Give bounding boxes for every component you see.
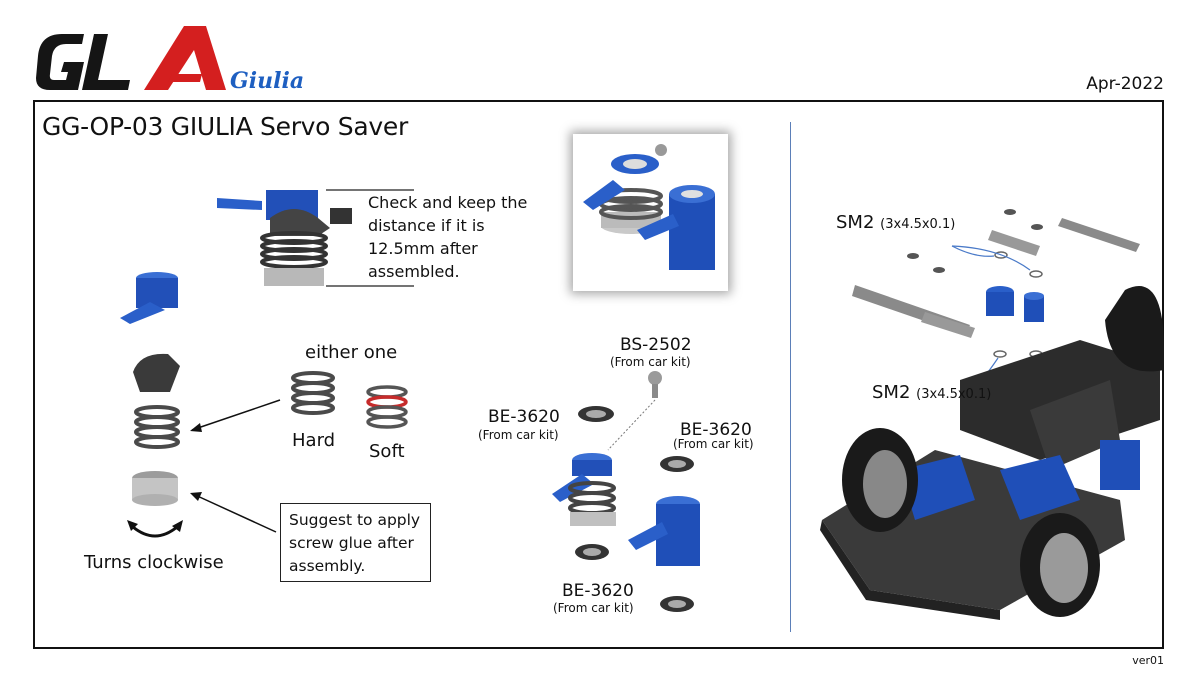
sm2-bottom-part: SM2	[872, 382, 911, 403]
sm2-bottom-part-label: SM2 (3x4.5x0.1)	[872, 382, 991, 403]
page-title: GG-OP-03 GIULIA Servo Saver	[42, 112, 408, 141]
note-line: assembly.	[289, 557, 366, 575]
turns-clockwise-label: Turns clockwise	[84, 552, 224, 573]
be-3620-bottom-source-label: (From car kit)	[553, 601, 634, 615]
be-3620-bottom-part-label: BE-3620	[562, 581, 634, 601]
bs-2502-source-label: (From car kit)	[610, 355, 691, 369]
logo-subtext: Giulia	[230, 68, 305, 94]
sm2-top-part: SM2	[836, 212, 875, 233]
section-divider	[790, 122, 791, 632]
wheel-icon	[842, 428, 918, 532]
sm2-top-spec: (3x4.5x0.1)	[880, 217, 956, 232]
note-line: assembled.	[368, 262, 460, 281]
hard-label: Hard	[292, 430, 336, 451]
note-line: Check and keep the	[368, 193, 528, 212]
note-line: Suggest to apply	[289, 511, 421, 529]
note-line: distance if it is	[368, 216, 485, 235]
lower-saver-assembly-illustration	[552, 453, 616, 526]
be-3620-left-part-label: BE-3620	[488, 407, 560, 427]
soft-spring-illustration	[366, 385, 408, 429]
hard-spring-illustration	[291, 371, 335, 415]
distance-check-note: Check and keep the distance if it is 12.…	[368, 191, 527, 283]
document-date: Apr-2022	[1086, 74, 1164, 94]
servo-saver-product-photo	[573, 134, 728, 291]
bearing-illustration	[660, 456, 694, 472]
note-line: screw glue after	[289, 534, 414, 552]
ball-stud-illustration	[648, 371, 662, 398]
screw-icon	[907, 209, 1043, 273]
soft-label: Soft	[369, 441, 405, 462]
be-3620-left-source-label: (From car kit)	[478, 428, 559, 442]
bs-2502-part-label: BS-2502	[620, 335, 692, 355]
bearing-illustration	[660, 596, 694, 612]
spring-illustration	[134, 405, 180, 449]
bearing-illustration	[575, 544, 609, 560]
wheel-icon	[1105, 286, 1164, 372]
sm2-bottom-spec: (3x4.5x0.1)	[916, 387, 992, 402]
gla-giulia-logo: Giulia	[34, 22, 354, 98]
screw-glue-note-box: Suggest to apply screw glue after assemb…	[280, 503, 431, 582]
sm2-top-part-label: SM2 (3x4.5x0.1)	[836, 212, 955, 233]
bearing-illustration	[578, 406, 614, 422]
note-line: 12.5mm after	[368, 239, 478, 258]
version-label: ver01	[1132, 654, 1164, 667]
clockwise-arrow-icon	[127, 520, 183, 538]
be-3620-right-source-label: (From car kit)	[673, 437, 754, 451]
threaded-collar-illustration	[132, 471, 178, 506]
blue-saver-cup-illustration	[120, 272, 178, 324]
wheel-icon	[1020, 513, 1100, 617]
blue-saver-post-illustration	[628, 496, 700, 566]
document-frame	[33, 100, 1164, 649]
be-3620-right-part-label: BE-3620	[680, 420, 752, 440]
either-one-label: either one	[305, 342, 398, 363]
saver-arm-illustration	[133, 353, 180, 392]
assembled-servo-saver-illustration	[217, 189, 414, 287]
